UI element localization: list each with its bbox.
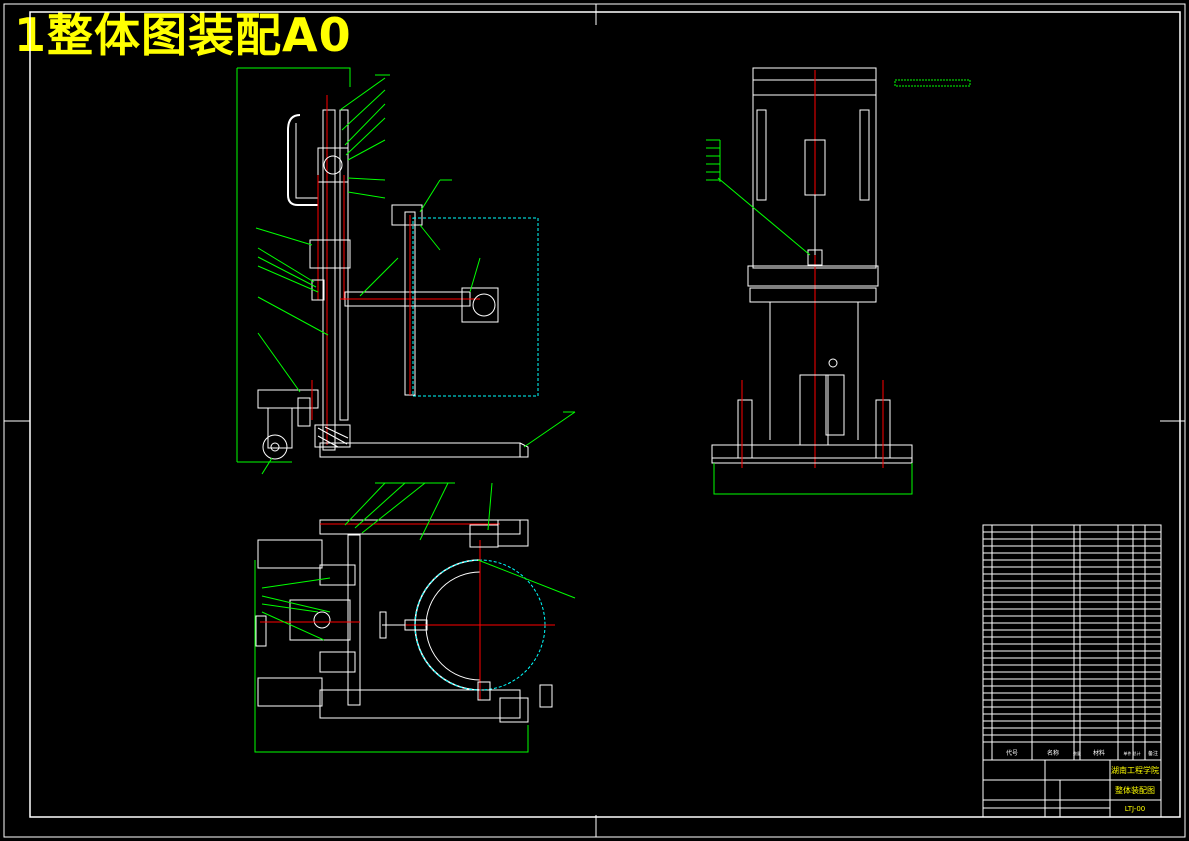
drawing-number: LTJ-00 — [1125, 805, 1145, 813]
top-view — [254, 482, 576, 753]
bom-header-code: 代号 — [1006, 749, 1018, 757]
bom-header-weight: 单件 总计 — [1123, 750, 1140, 756]
bom-header-remark: 备注 — [1148, 750, 1158, 757]
school-name: 湖南工程学院 — [1111, 765, 1159, 775]
title-block: 湖南工程学院 整体装配图 LTJ-00 代号 名称 数量 材料 单件 总计 备注 — [982, 524, 1162, 818]
drawing-frame — [3, 3, 1186, 838]
side-view — [236, 67, 576, 475]
front-view — [706, 67, 971, 495]
bom-header-name: 名称 — [1047, 749, 1059, 757]
bom-header-qty: 数量 — [1073, 750, 1081, 756]
drawing-title: 1整体图装配A0 — [14, 8, 352, 62]
bom-header-material: 材料 — [1093, 749, 1105, 757]
drawing-name: 整体装配图 — [1115, 785, 1155, 795]
